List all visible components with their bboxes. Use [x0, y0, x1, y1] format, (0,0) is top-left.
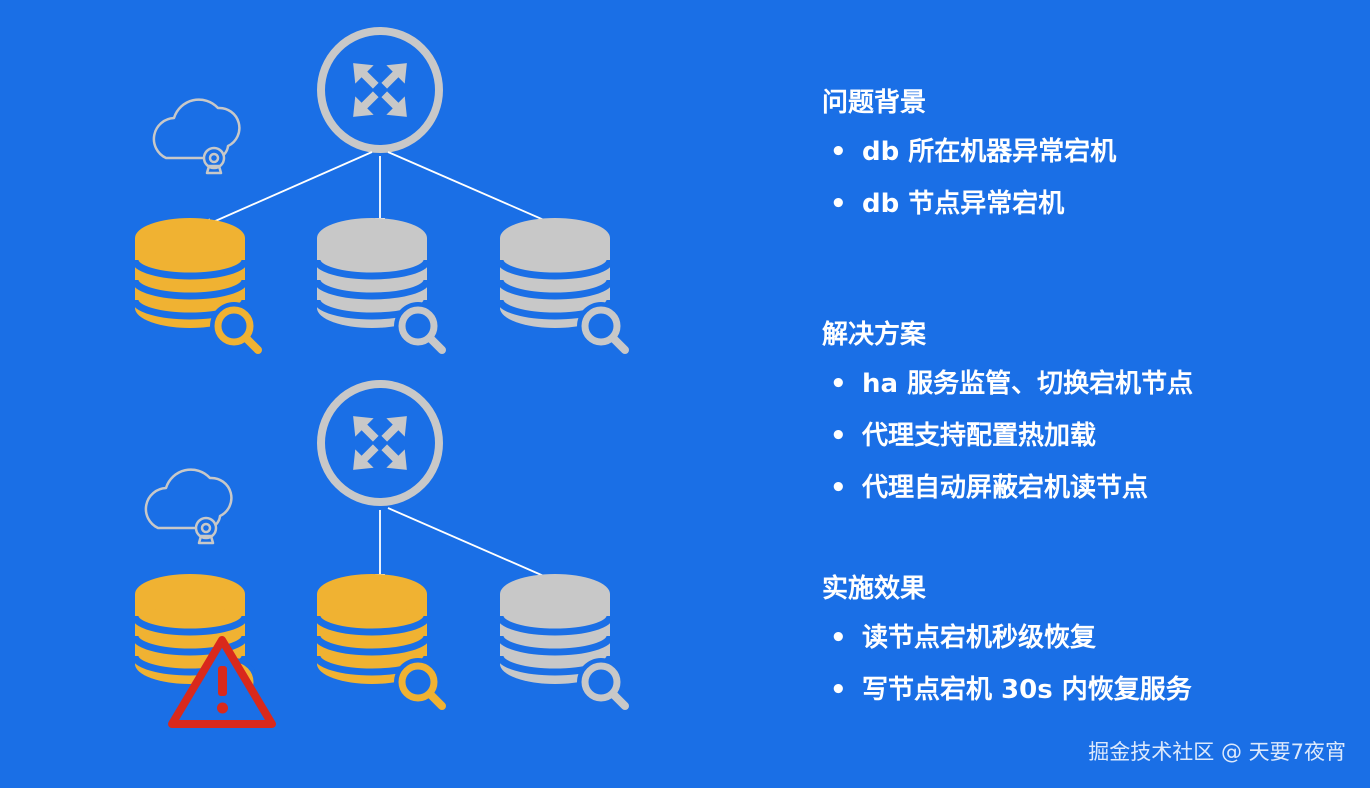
section-title-results: 实施效果 — [822, 574, 927, 604]
list-item: •代理自动屏蔽宕机读节点 — [830, 462, 1193, 514]
cloud-monitor-icon — [144, 468, 233, 545]
list-item: •代理支持配置热加载 — [830, 410, 1193, 462]
arrow — [202, 151, 373, 228]
router-icon — [321, 384, 439, 502]
search-icon — [394, 302, 442, 350]
arrow — [387, 507, 564, 586]
list-item: •db 节点异常宕机 — [830, 178, 1116, 230]
watermark: 掘金技术社区 @ 天要7夜宵 — [1088, 740, 1346, 764]
section-title-background: 问题背景 — [822, 88, 927, 118]
bullet-icon: • — [830, 189, 847, 219]
list-item: •读节点宕机秒级恢复 — [830, 612, 1192, 664]
bullet-icon: • — [830, 369, 847, 399]
bullet-icon: • — [830, 421, 847, 451]
router-icon — [321, 31, 439, 149]
search-icon — [210, 302, 258, 350]
bullet-icon: • — [830, 623, 847, 653]
search-icon — [394, 658, 442, 706]
list-item: •ha 服务监管、切换宕机节点 — [830, 358, 1193, 410]
list-item: •db 所在机器异常宕机 — [830, 126, 1116, 178]
warning-icon — [168, 636, 276, 728]
search-icon — [577, 658, 625, 706]
section-title-solution: 解决方案 — [822, 320, 927, 350]
arrow — [387, 151, 562, 229]
bullet-icon: • — [830, 675, 847, 705]
bullet-icon: • — [830, 473, 847, 503]
list-item: •写节点宕机 30s 内恢复服务 — [830, 664, 1192, 716]
search-icon — [577, 302, 625, 350]
bullet-icon: • — [830, 137, 847, 167]
background-list: •db 所在机器异常宕机 •db 节点异常宕机 — [830, 126, 1116, 230]
results-list: •读节点宕机秒级恢复 •写节点宕机 30s 内恢复服务 — [830, 612, 1192, 716]
cloud-monitor-icon — [152, 98, 241, 175]
architecture-diagram — [0, 0, 780, 728]
solution-list: •ha 服务监管、切换宕机节点 •代理支持配置热加载 •代理自动屏蔽宕机读节点 — [830, 358, 1193, 514]
